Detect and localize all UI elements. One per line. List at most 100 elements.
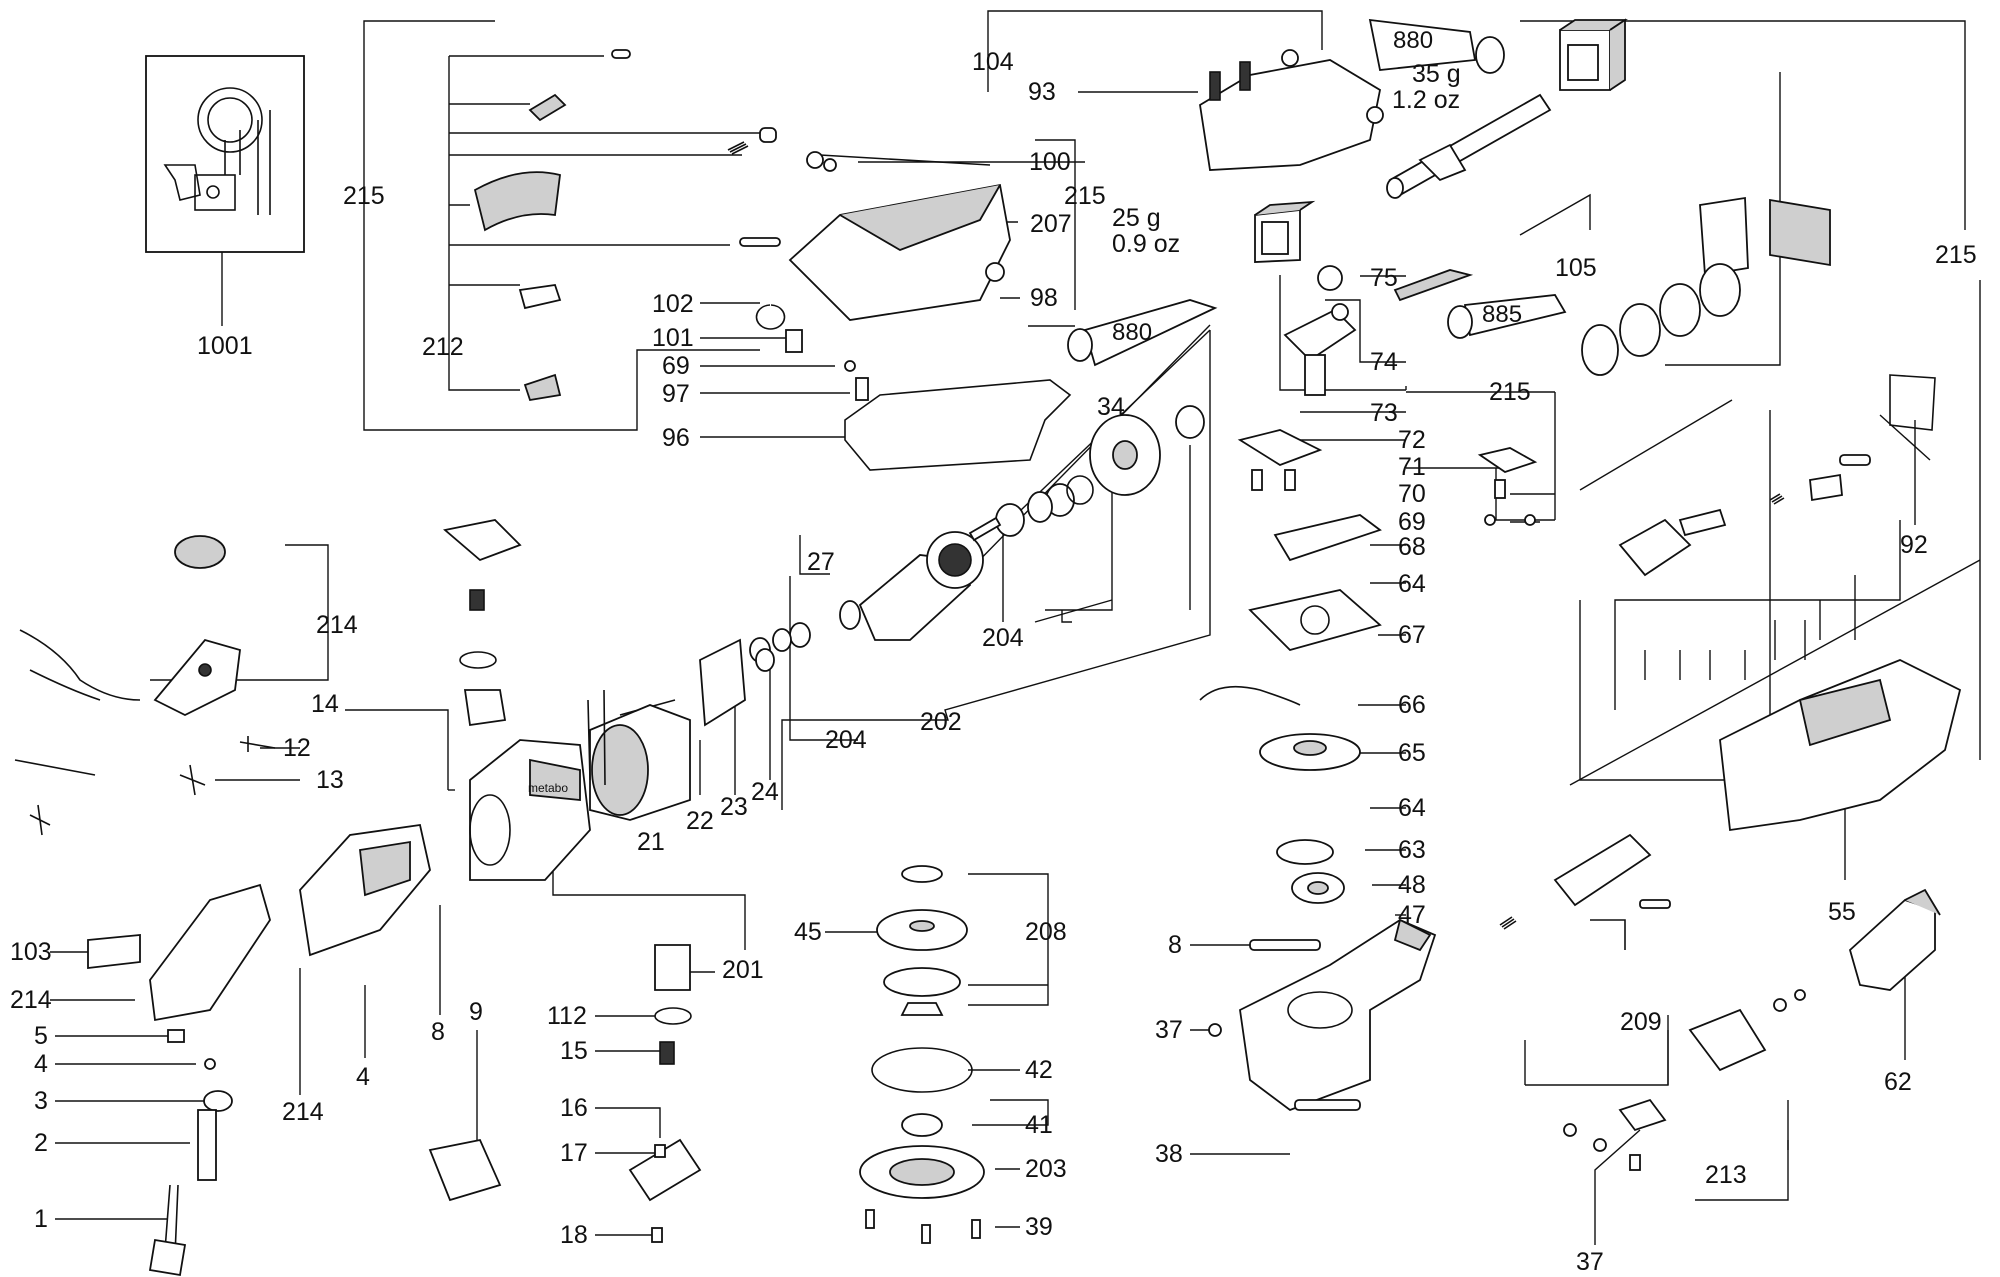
clip-part [528,93,567,122]
screw-37b [1563,1123,1577,1137]
callout-15: 15 [560,1037,588,1065]
gear-housing-top [788,151,1011,321]
callout-1: 1 [34,1205,48,1233]
seal-208a [901,865,943,883]
screw-97 [855,377,869,401]
motor-cover-55 [1719,659,1962,832]
base-plate-67 [1248,589,1382,652]
sleeve-part [759,127,777,143]
callout-22: 22 [686,807,714,835]
ring-24 [755,648,775,672]
gear-housing-47 [1239,918,1437,1112]
screw-39c [971,1219,981,1239]
plate-part-105 [1699,196,1749,277]
disc-208b [883,967,961,997]
screw-4 [204,1058,216,1070]
callout-41: 41 [1025,1111,1053,1139]
grease-tube-880-top: 880 [1368,18,1505,74]
callout-48: 48 [1398,871,1426,899]
grease-tube-label: 885 [1482,301,1522,328]
slider-68 [1273,514,1382,562]
callout-2: 2 [34,1129,48,1157]
callout-23: 23 [720,793,748,821]
callout-102: 102 [652,290,694,318]
bush-201 [654,944,691,991]
grease-tube-880-mid: 880 [1067,299,1218,367]
screw-70c [1494,479,1506,499]
grease-weight-25g: 25 g [1112,204,1161,232]
callout-214: 214 [316,611,358,639]
electronics-214 [14,535,241,776]
armature-202 [858,516,1002,641]
callout-8: 8 [431,1018,445,1046]
hook-part [1809,473,1843,502]
callout-101: 101 [652,324,694,352]
callout-203: 203 [1025,1155,1067,1183]
ring-part [459,651,497,669]
callout-72: 72 [1398,426,1426,454]
bearing-ring-98 [985,262,1005,282]
washer-69d [1484,514,1496,526]
callout-55: 55 [1828,898,1856,926]
wiring-diagram-inset [163,87,271,215]
cover-213 [1688,1008,1767,1072]
callout-201: 201 [722,956,764,984]
shoe-62 [1848,888,1941,991]
callout-24: 24 [751,778,779,806]
callout-212: 212 [422,333,464,361]
screw-39a [865,1209,875,1229]
washer-69c [1524,514,1536,526]
switch-9 [428,1138,502,1202]
plate-209 [1553,833,1652,907]
spring-part [727,141,749,155]
lever-cover-part [473,171,561,232]
cap-part [443,519,522,562]
star-13b [29,804,51,836]
callout-69: 69 [1398,508,1426,536]
callout-64: 64 [1398,794,1426,822]
callout-100: 100 [1029,148,1071,176]
callout-74: 74 [1370,348,1398,376]
callout-69: 69 [662,352,690,380]
spring-209 [1499,916,1517,930]
callout-92: 92 [1900,531,1928,559]
callout-37: 37 [1576,1248,1604,1276]
callout-38: 38 [1155,1140,1183,1168]
callout-208: 208 [1025,918,1067,946]
callout-12: 12 [283,734,311,762]
gasket-96 [844,379,1072,471]
callout-21: 21 [637,828,665,856]
motor-housing: metabo [469,739,591,881]
callout-112: 112 [547,1002,587,1030]
handle-shell-left [299,823,431,957]
grease-tube-885: 885 [1447,294,1567,339]
gearbox-cover-93 [1199,49,1384,171]
callout-63: 63 [1398,836,1426,864]
brush-part [1393,269,1474,302]
handle-shell-214 [149,883,271,1022]
callout-97: 97 [662,380,690,408]
callout-207: 207 [1030,210,1072,238]
callout-204: 204 [982,624,1024,652]
lever-part [1678,508,1727,537]
grease-tube-label: 880 [1112,319,1152,346]
callout-98: 98 [1030,284,1058,312]
gasket-92 [1889,374,1936,431]
callout-209: 209 [1620,1008,1662,1036]
star-13a [179,764,206,796]
callout-67: 67 [1398,621,1426,649]
callout-70: 70 [1398,480,1426,508]
callout-66: 66 [1398,691,1426,719]
ring-204a [1175,405,1205,439]
roll-pin-part [739,237,781,247]
plate-71 [1477,447,1538,473]
callout-215: 215 [1064,182,1106,210]
o-ring-102 [755,304,786,330]
parts: 880 880 885 [14,18,1962,1277]
callout-105: 105 [1555,254,1597,282]
nut-208c [900,1002,944,1016]
callout-18: 18 [560,1221,588,1249]
callout-104: 104 [972,48,1014,76]
callout-71: 71 [1398,453,1426,481]
callout-103: 103 [10,938,52,966]
